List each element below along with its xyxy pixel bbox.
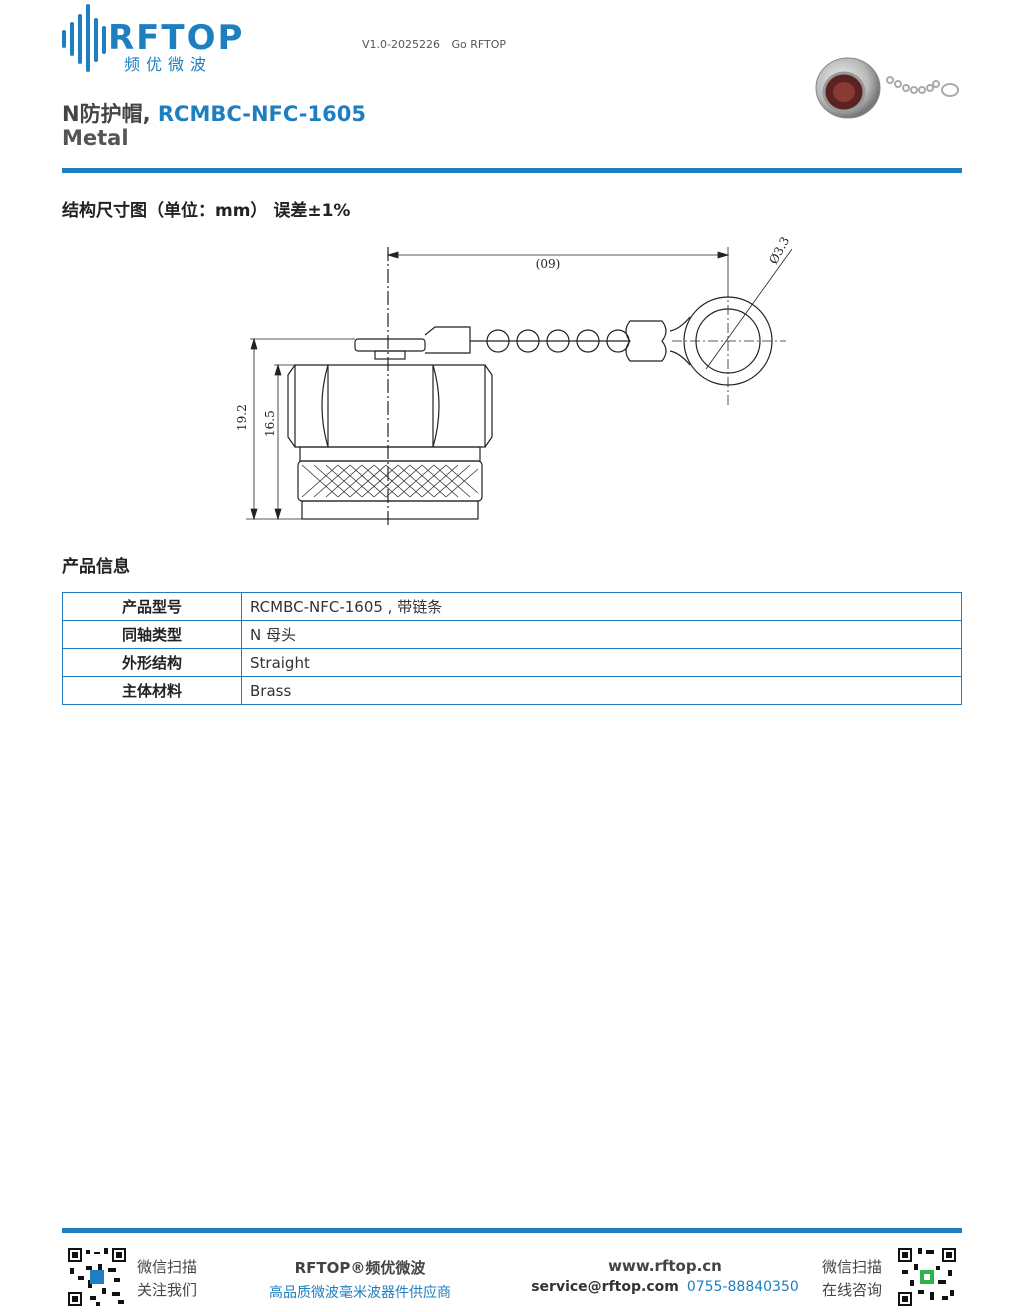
wechat-follow-line2: 关注我们 [137, 1281, 198, 1299]
footer-phone[interactable]: 0755-88840350 [686, 1279, 799, 1295]
table-row: 主体材料 Brass [62, 676, 962, 705]
info-heading: 产品信息 [62, 557, 130, 577]
dim-length-label: (09) [536, 257, 561, 271]
info-key: 主体材料 [62, 676, 242, 705]
version-brand: Go RFTOP [451, 38, 507, 51]
footer-rule [62, 1228, 962, 1233]
wechat-consult-qr-icon[interactable] [898, 1248, 956, 1306]
logo-text: RFTOP [108, 18, 245, 58]
drawing-heading: 结构尺寸图（单位：mm） 误差±1% [62, 201, 351, 221]
info-value: Straight [241, 648, 962, 677]
table-row: 外形结构 Straight [62, 648, 962, 677]
info-key: 外形结构 [62, 648, 242, 677]
wechat-follow-qr-icon[interactable] [68, 1248, 126, 1306]
rftop-logo-icon [62, 4, 106, 72]
page-subtitle: Metal [62, 126, 129, 150]
info-value: N 母头 [241, 620, 962, 649]
footer-contact-line: service@rftop.com 0755-88840350 [530, 1279, 800, 1295]
info-value: RCMBC-NFC-1605 , 带链条 [241, 592, 962, 621]
page-title: N防护帽, RCMBC-NFC-1605 [62, 98, 366, 128]
wechat-follow-line1: 微信扫描 [137, 1258, 198, 1276]
title-prefix: N防护帽, [62, 102, 158, 126]
info-key: 同轴类型 [62, 620, 242, 649]
version-number: V1.0-2025226 [362, 38, 440, 51]
dim-height-body-label: 16.5 [263, 410, 277, 437]
dimension-drawing: (09) Ø3.3 19.2 16.5 [235, 234, 793, 527]
wechat-consult-line2: 在线咨询 [822, 1281, 883, 1299]
info-value: Brass [241, 676, 962, 705]
product-photo [815, 57, 959, 119]
logo-subtext: 频优微波 [124, 55, 213, 74]
wechat-consult-line1: 微信扫描 [822, 1258, 883, 1276]
header-rule [62, 168, 962, 173]
product-info-table: 产品型号 RCMBC-NFC-1605 , 带链条 同轴类型 N 母头 外形结构… [62, 592, 962, 705]
dim-height-total-label: 19.2 [235, 404, 249, 431]
dim-ring-label: Ø3.3 [766, 234, 792, 266]
footer-brand-block: RFTOP®频优微波 高品质微波毫米波器件供应商 [250, 1257, 470, 1302]
table-row: 产品型号 RCMBC-NFC-1605 , 带链条 [62, 592, 962, 621]
footer-tagline: 高品质微波毫米波器件供应商 [269, 1285, 451, 1301]
footer-email-link[interactable]: service@rftop.com [531, 1279, 679, 1295]
table-row: 同轴类型 N 母头 [62, 620, 962, 649]
footer-website-link[interactable]: www.rftop.cn [608, 1257, 722, 1275]
version-info: V1.0-2025226 Go RFTOP [362, 38, 514, 51]
info-key: 产品型号 [62, 592, 242, 621]
footer-contact-block: www.rftop.cn service@rftop.com 0755-88840… [530, 1257, 800, 1295]
footer-brand: RFTOP®频优微波 [294, 1259, 426, 1277]
title-model: RCMBC-NFC-1605 [157, 102, 366, 126]
